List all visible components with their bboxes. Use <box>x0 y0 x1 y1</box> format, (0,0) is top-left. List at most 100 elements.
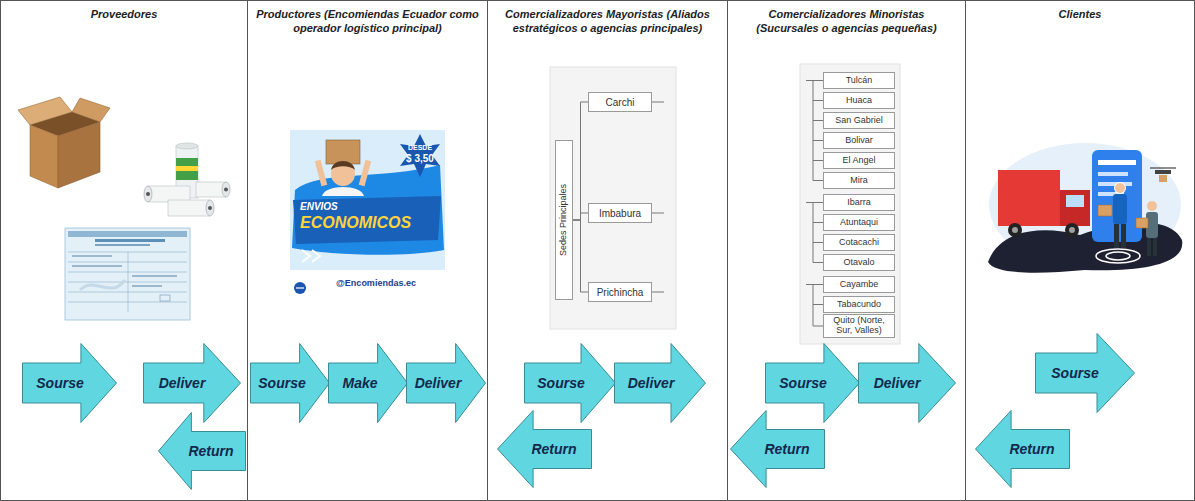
node-label: Deliver <box>415 375 462 391</box>
shipping-receipt <box>65 228 190 320</box>
tree-panel <box>550 67 676 329</box>
tree-connector <box>573 220 588 292</box>
node-label: Deliver <box>874 375 921 391</box>
province-box: Prichincha <box>588 282 652 302</box>
poster-text: ECONOMICOS <box>300 214 438 232</box>
arrow-outline <box>251 344 330 423</box>
node-label: Tabacundo <box>835 300 883 310</box>
return-arrow: Return <box>158 412 246 490</box>
branch-box: Quito (Norte, Sur, Valles) <box>823 314 895 338</box>
branch-box: Cotacachi <box>823 234 895 251</box>
node-label: Carchi <box>604 97 637 108</box>
node-label: Tulcán <box>844 76 875 86</box>
swimlane-column: Comercializadores Mayoristas (Aliados es… <box>487 0 728 501</box>
poster-text: DESDE <box>400 144 440 152</box>
arrow-outline <box>407 344 486 423</box>
node-label: Ibarra <box>845 198 873 208</box>
branch-box: Atuntaqui <box>823 214 895 231</box>
return-arrow: Return <box>975 410 1070 488</box>
process-arrow: Deliver <box>143 343 241 423</box>
province-box: Imbabura <box>588 203 652 223</box>
arrow-outline <box>766 344 860 423</box>
process-arrow: Sourse <box>524 343 616 423</box>
column-heading: Comercializadores Mayoristas (Aliados es… <box>496 8 719 36</box>
arrow-outline <box>23 344 117 423</box>
node-label: Cotacachi <box>837 238 881 248</box>
node-label: El Angel <box>840 156 877 166</box>
node-label: Cayambe <box>838 280 881 290</box>
process-arrow: Sourse <box>250 343 330 423</box>
node-label: Sourse <box>1051 365 1098 381</box>
province-box: Carchi <box>588 92 652 112</box>
node-label: Return <box>531 441 576 457</box>
tree-connector <box>573 102 588 220</box>
poster-text: $ 3,50 <box>398 153 442 164</box>
arrow-outline <box>976 411 1070 488</box>
root-box: Sedes Principales <box>555 140 573 300</box>
node-label: Sourse <box>779 375 826 391</box>
node-label: Make <box>342 375 377 391</box>
column-heading: Clientes <box>974 8 1186 22</box>
arrow-outline <box>144 344 241 423</box>
branch-box: Tabacundo <box>823 296 895 313</box>
node-label: Return <box>188 443 233 459</box>
arrow-outline <box>159 413 246 490</box>
node-label: Otavalo <box>841 258 876 268</box>
arrow-outline <box>329 344 408 423</box>
branch-box: Cayambe <box>823 276 895 293</box>
branch-box: San Gabriel <box>823 112 895 129</box>
delivery-illustration <box>988 143 1182 273</box>
node-label: Sourse <box>258 375 305 391</box>
poster-text: ENVIOS <box>300 201 380 212</box>
branch-box: Mira <box>823 172 895 189</box>
swimlane-column: Comercializadores Minoristas (Sucursales… <box>727 0 966 501</box>
return-arrow: Return <box>730 410 825 488</box>
process-arrow: Deliver <box>858 343 956 423</box>
swimlane-column: ProveedoresSourse DeliverReturn <box>0 0 248 501</box>
plastic-rolls <box>144 143 230 216</box>
node-label: Deliver <box>628 375 675 391</box>
cardboard-box <box>18 97 110 188</box>
node-label: Deliver <box>159 375 206 391</box>
node-label: Imbabura <box>597 208 643 219</box>
process-arrow: Sourse <box>1035 333 1135 413</box>
tree-connector <box>573 213 588 220</box>
swimlane-column: ClientesSourseReturn <box>965 0 1195 501</box>
column-heading: Proveedores <box>9 8 239 22</box>
arrow-outline <box>615 344 706 423</box>
node-label: San Gabriel <box>833 116 885 126</box>
node-label: Sourse <box>537 375 584 391</box>
branch-box: Huaca <box>823 92 895 109</box>
branch-box: Otavalo <box>823 254 895 271</box>
branch-box: Tulcán <box>823 72 895 89</box>
column-heading: Comercializadores Minoristas (Sucursales… <box>736 8 957 36</box>
process-arrow: Sourse <box>765 343 860 423</box>
process-arrow: Sourse <box>22 343 117 423</box>
poster-text: @Encomiendas.ec <box>310 279 442 289</box>
branch-box: Ibarra <box>823 194 895 211</box>
node-label: Return <box>1009 441 1054 457</box>
node-label: Mira <box>848 176 870 186</box>
process-arrow: Deliver <box>406 343 486 423</box>
arrow-outline <box>731 411 825 488</box>
node-label: Huaca <box>844 96 874 106</box>
node-label: Prichincha <box>595 287 646 298</box>
arrow-outline <box>525 344 616 423</box>
node-label: Atuntaqui <box>838 218 880 228</box>
node-label: Bolivar <box>843 136 875 146</box>
swimlane-column: Productores (Encomiendas Ecuador como op… <box>247 0 488 501</box>
node-label: Sedes Principales <box>559 182 569 258</box>
arrow-outline <box>498 411 592 488</box>
node-label: Quito (Norte, Sur, Valles) <box>824 316 894 336</box>
return-arrow: Return <box>497 410 592 488</box>
arrow-outline <box>859 344 956 423</box>
column-heading: Productores (Encomiendas Ecuador como op… <box>256 8 479 36</box>
branch-box: El Angel <box>823 152 895 169</box>
node-label: Return <box>764 441 809 457</box>
promo-poster <box>290 130 445 300</box>
node-label: Sourse <box>36 375 83 391</box>
branch-panel <box>800 64 900 344</box>
